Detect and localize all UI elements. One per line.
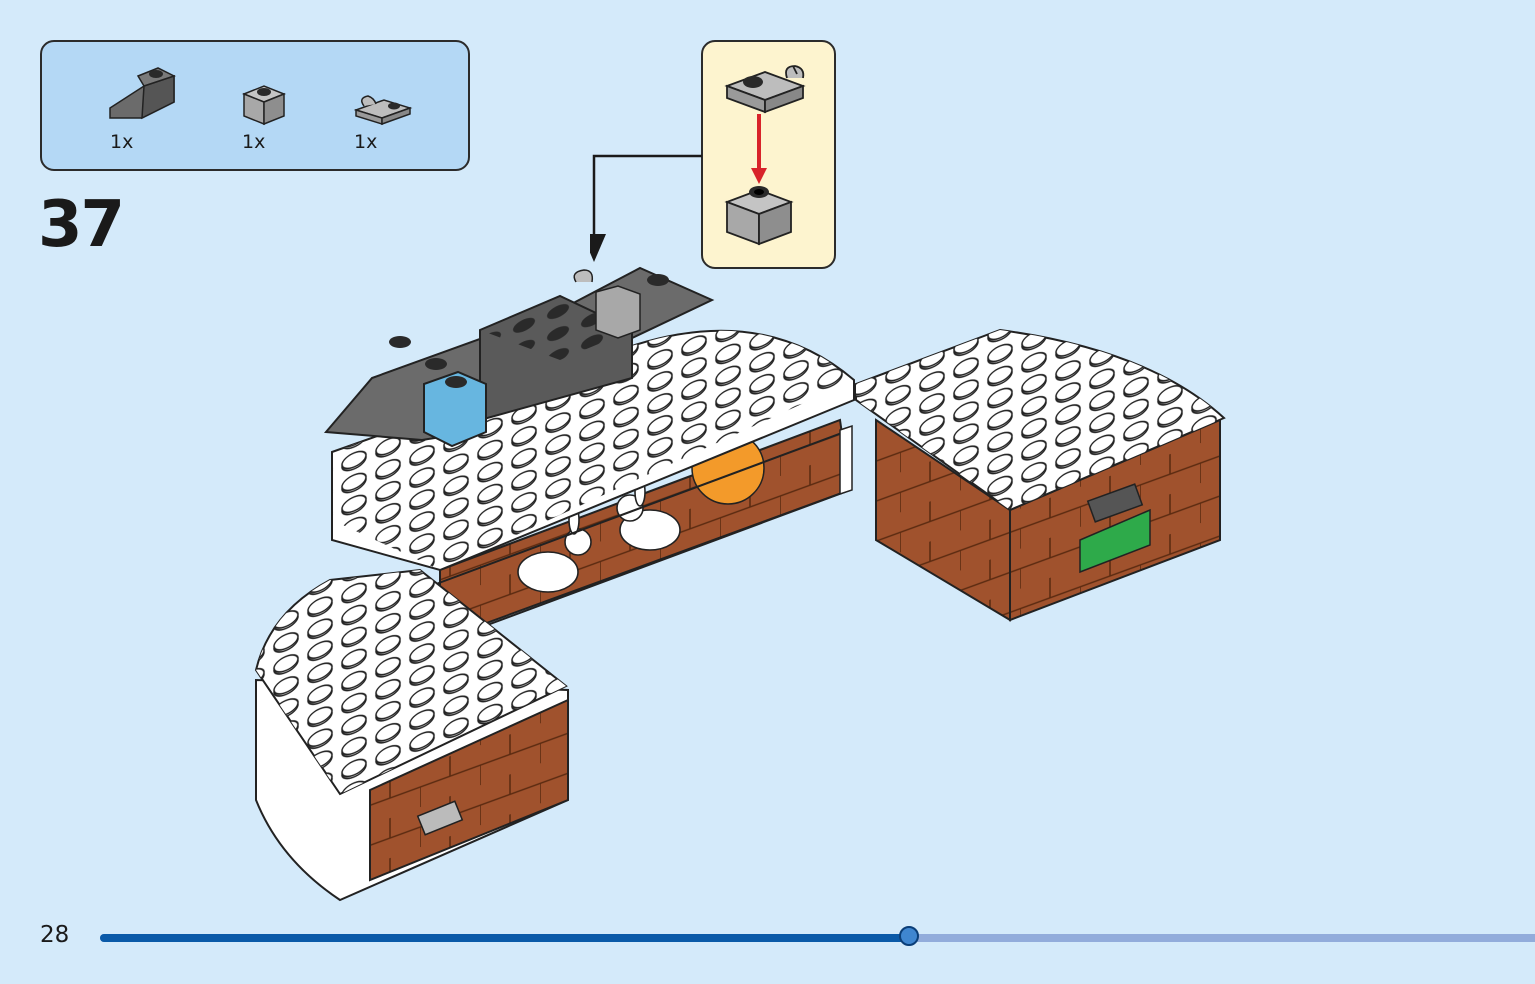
part-qty: 1x <box>242 131 266 153</box>
progress-fill <box>100 934 910 942</box>
part-qty: 1x <box>354 131 378 153</box>
brick-1x1-icon <box>724 186 794 246</box>
progress-knob[interactable] <box>899 926 920 946</box>
brick-1x1-icon <box>242 85 287 126</box>
roof-slope-assembly <box>323 266 715 448</box>
step-number: 37 <box>38 188 125 262</box>
part-qty: 1x <box>110 131 134 153</box>
left-section <box>254 568 569 902</box>
middle-section <box>331 329 855 652</box>
parts-list-panel: 1x 1x 1x <box>40 40 470 171</box>
sub-assembly-diagram <box>724 65 806 246</box>
rabbit-figure <box>517 505 592 593</box>
page-number: 28 <box>40 922 70 948</box>
progress-bar <box>100 926 1535 946</box>
slope-brick-icon <box>109 67 176 120</box>
clip-plate-icon <box>354 95 413 126</box>
clip-plate-icon <box>724 65 806 114</box>
model-illustration <box>254 266 1226 902</box>
assembly-arrow-icon <box>751 114 767 184</box>
callout-leader-arrow <box>590 154 702 262</box>
sub-assembly-callout <box>701 40 836 269</box>
right-section <box>855 328 1226 622</box>
